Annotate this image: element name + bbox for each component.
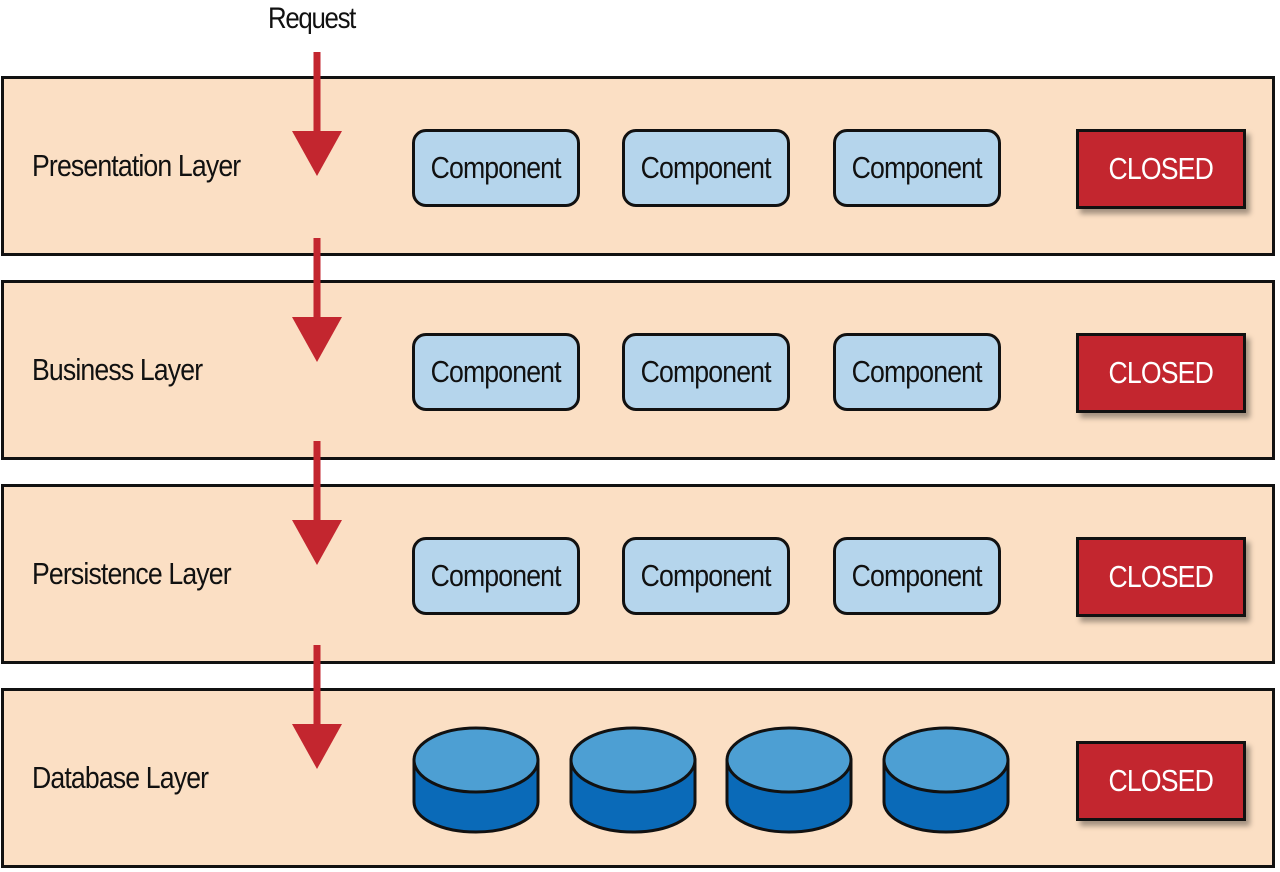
- closed-badge: CLOSED: [1076, 333, 1246, 413]
- layer-persistence: Persistence Layer Component Component Co…: [1, 484, 1275, 664]
- component-box: Component: [412, 129, 580, 207]
- layer-name: Business Layer: [32, 352, 203, 387]
- layer-business: Business Layer Component Component Compo…: [1, 280, 1275, 460]
- component-box: Component: [622, 129, 790, 207]
- layer-name: Persistence Layer: [32, 556, 232, 591]
- database-icon: [569, 726, 697, 834]
- closed-badge: CLOSED: [1076, 741, 1246, 821]
- database-icon: [725, 726, 853, 834]
- database-icon: [882, 726, 1010, 834]
- component-box: Component: [833, 129, 1001, 207]
- closed-badge: CLOSED: [1076, 129, 1246, 209]
- component-box: Component: [833, 537, 1001, 615]
- closed-badge: CLOSED: [1076, 537, 1246, 617]
- component-box: Component: [622, 333, 790, 411]
- database-group: [4, 691, 1272, 865]
- component-box: Component: [412, 537, 580, 615]
- layer-name: Database Layer: [32, 760, 209, 795]
- layer-database: Database Layer CLOSED: [1, 688, 1275, 868]
- request-label: Request: [268, 2, 356, 35]
- layer-presentation: Presentation Layer Component Component C…: [1, 76, 1275, 256]
- component-box: Component: [412, 333, 580, 411]
- layer-name: Presentation Layer: [32, 148, 241, 183]
- component-box: Component: [622, 537, 790, 615]
- component-box: Component: [833, 333, 1001, 411]
- database-icon: [412, 726, 540, 834]
